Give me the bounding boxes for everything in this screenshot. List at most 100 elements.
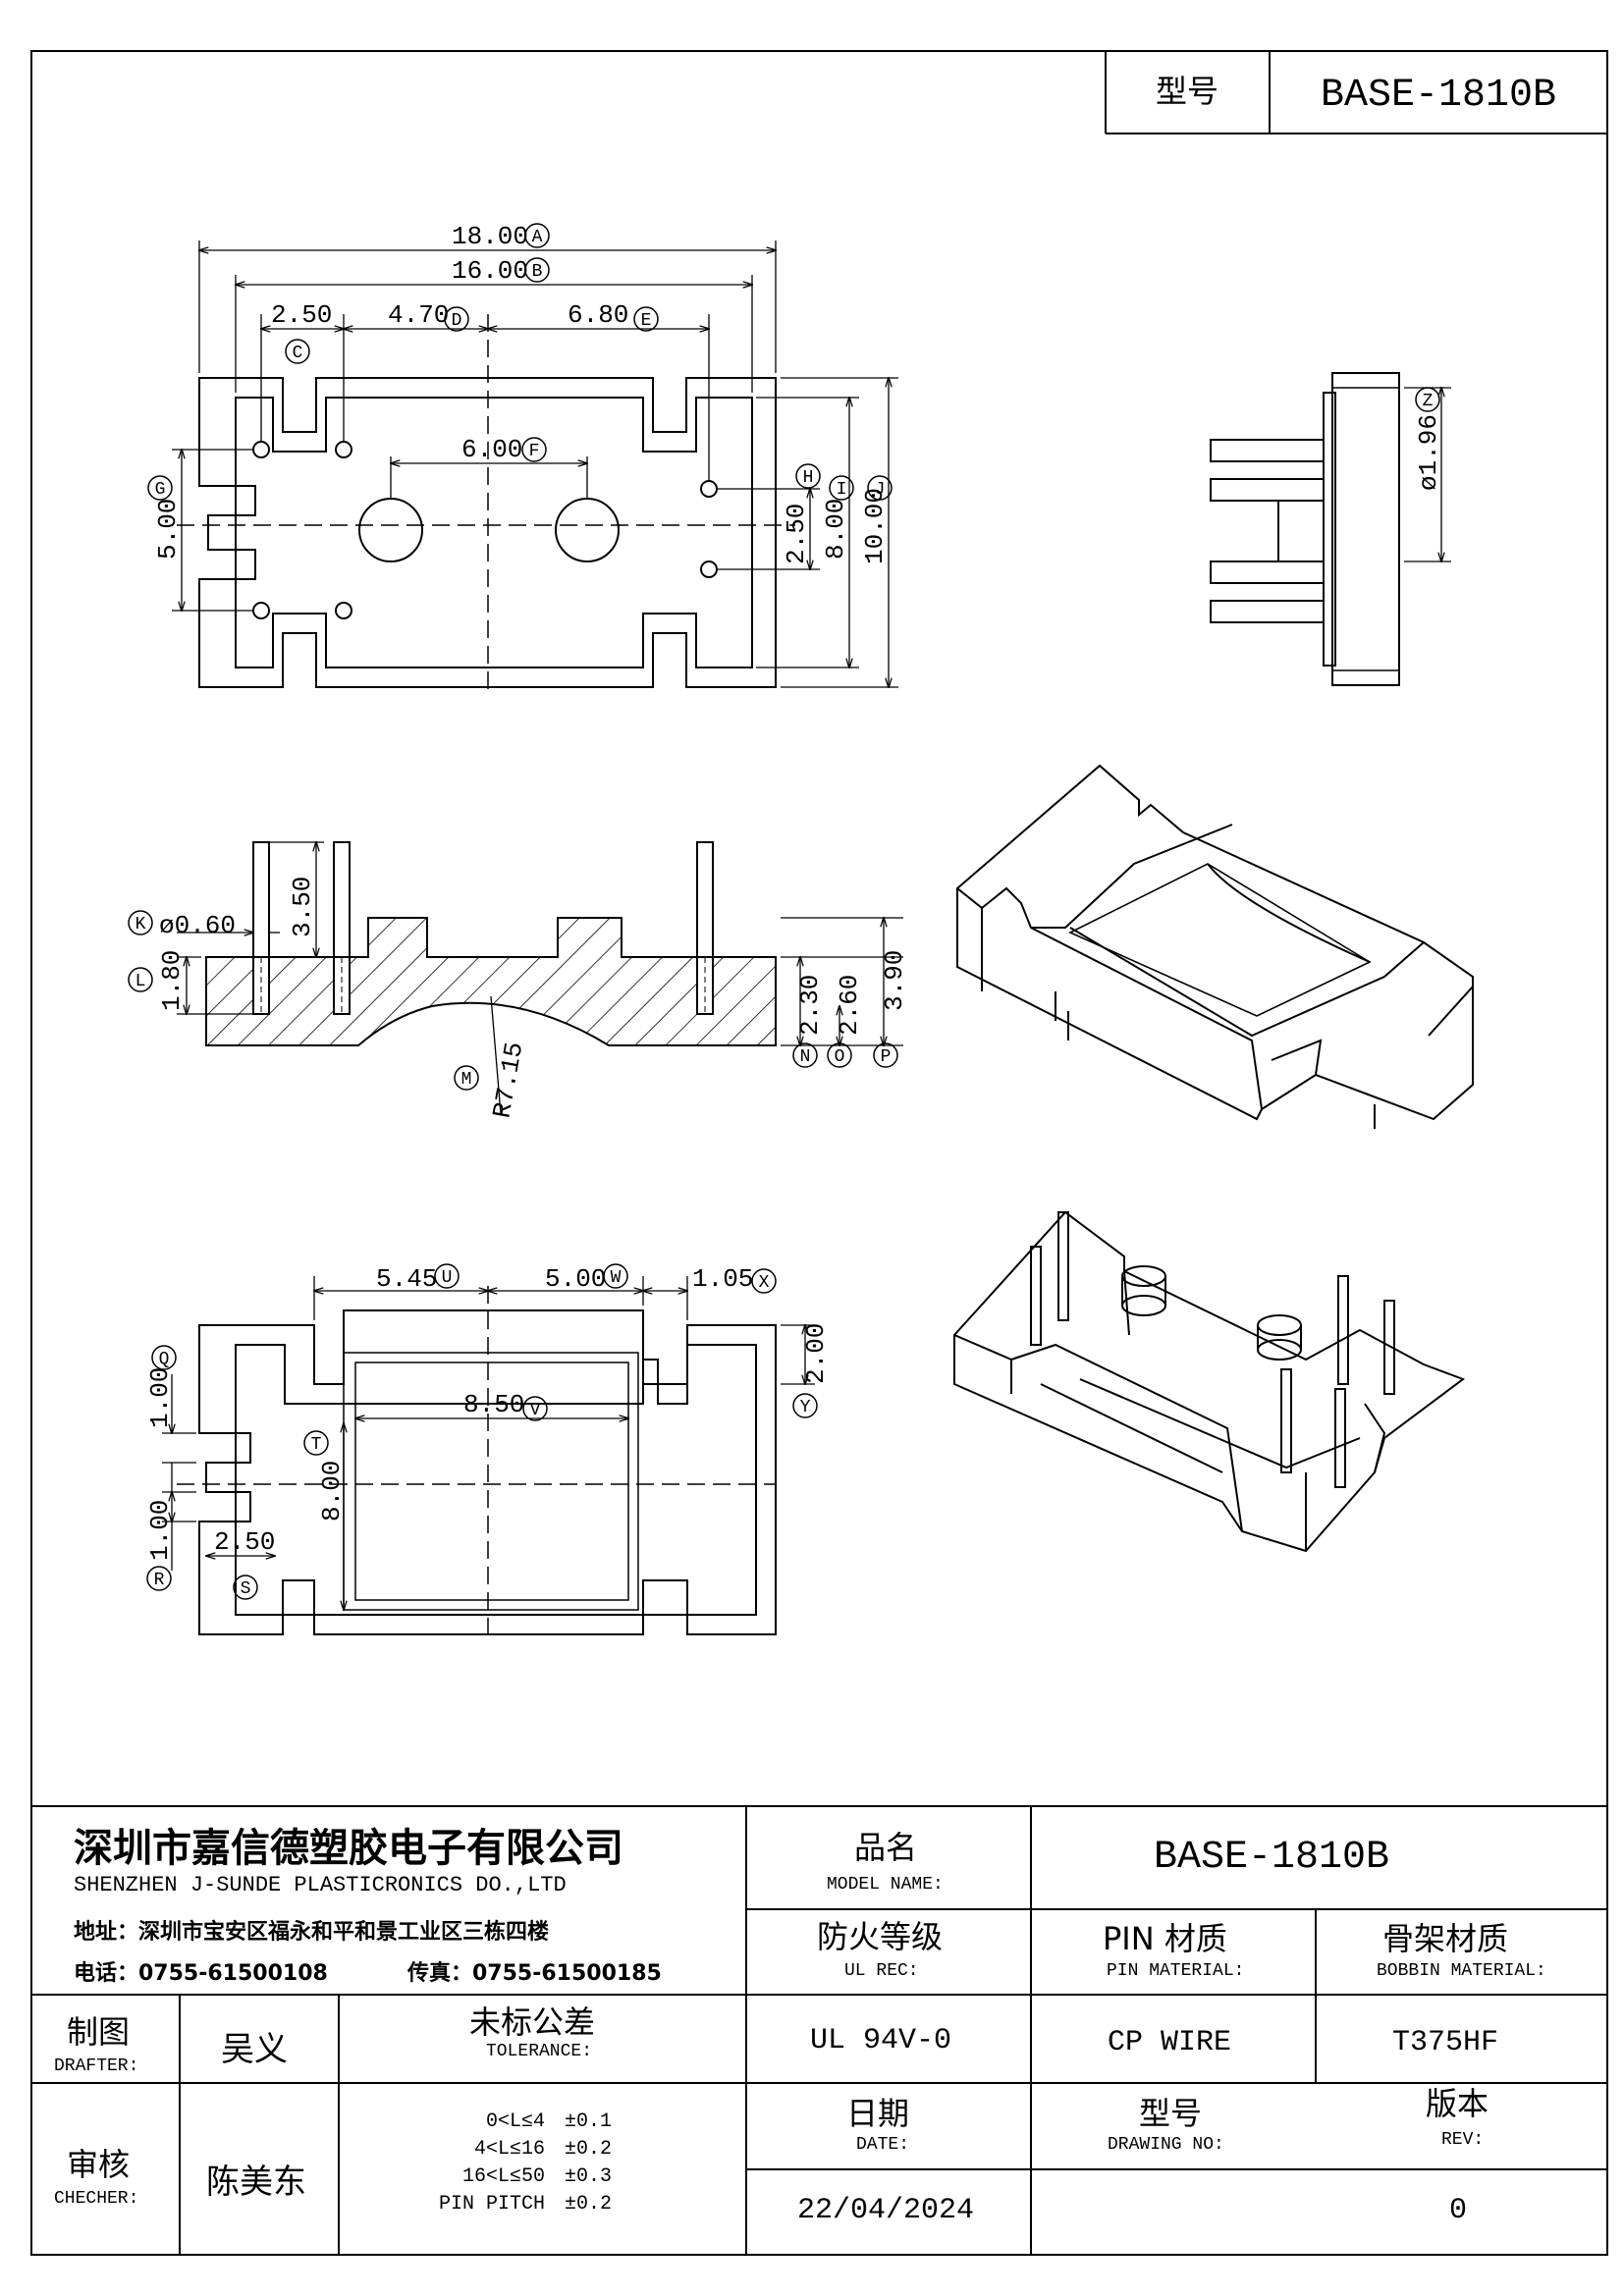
- tolerance-row: 16<L≤50 ±0.3: [393, 2165, 648, 2193]
- dim-g: 6.00: [461, 435, 522, 464]
- tolerance-row: PIN PITCH ±0.2: [393, 2193, 648, 2220]
- tag-u: U: [442, 1268, 453, 1288]
- dim-i: 8.00: [821, 499, 850, 560]
- model-name-value: BASE-1810B: [1154, 1836, 1390, 1880]
- drawing-no-label-cn: 型号: [1139, 2095, 1203, 2132]
- tolerance-range: PIN PITCH: [438, 2193, 545, 2216]
- section-view: [128, 842, 903, 1115]
- dim-p: 3.90: [880, 950, 909, 1011]
- tolerance-row: 0<L≤4 ±0.1: [393, 2110, 648, 2138]
- dim-f: 5.00: [153, 499, 183, 560]
- top-view-outline: [198, 377, 777, 688]
- tag-i: I: [837, 480, 847, 500]
- tag-o: O: [835, 1047, 845, 1067]
- tolerance-range: 0<L≤4: [485, 2110, 545, 2133]
- company-address: 地址：深圳市宝安区福永和平和景工业区三栋四楼: [74, 1920, 550, 1945]
- date-label-cn: 日期: [846, 2095, 910, 2132]
- tag-f: G: [155, 480, 166, 500]
- dim-k: ø0.60: [159, 911, 236, 940]
- tag-y: Y: [800, 1398, 811, 1417]
- company-name-cn: 深圳市嘉信德塑胶电子有限公司: [74, 1826, 623, 1871]
- dim-o: 2.60: [835, 975, 864, 1036]
- dim-t: 8.00: [317, 1461, 347, 1522]
- tag-s: S: [241, 1579, 251, 1599]
- company-fax: 传真：0755-61500185: [407, 1961, 662, 1986]
- tag-d: D: [452, 311, 462, 331]
- model-name-label-cn: 品名: [854, 1829, 918, 1866]
- tag-b: B: [532, 262, 543, 282]
- tolerance-value: ±0.2: [565, 2138, 613, 2161]
- date-value: 22/04/2024: [797, 2194, 975, 2227]
- rev-label-cn: 版本: [1426, 2085, 1489, 2122]
- ul-label-cn: 防火等级: [817, 1918, 944, 1955]
- bobbin-material-value: T375HF: [1392, 2026, 1499, 2059]
- dim-e: 6.80: [568, 300, 628, 330]
- header-box: 型号 BASE-1810B: [1105, 51, 1607, 134]
- header-model-label: 型号: [1156, 73, 1218, 110]
- company-name-en: SHENZHEN J-SUNDE PLASTICRONICS DO.,LTD: [74, 1873, 567, 1897]
- dim-q: 1.00: [145, 1367, 175, 1428]
- bottom-view-dims: 5.45 5.00 1.05 8.50 2.50 2.00 1.00 8.00 …: [145, 1264, 831, 1561]
- dim-w: 5.00: [545, 1264, 606, 1294]
- dim-j: 10.00: [860, 488, 890, 564]
- dim-n: 2.30: [795, 975, 825, 1036]
- drafter-label-en: DRAFTER:: [54, 2056, 139, 2076]
- tolerance-value: ±0.1: [565, 2110, 613, 2133]
- tag-w: W: [611, 1268, 622, 1288]
- bottom-view-inner: [235, 1344, 757, 1616]
- dim-s: 2.50: [214, 1527, 275, 1557]
- checker-label-en: CHECHER:: [54, 2189, 139, 2209]
- dim-l: 1.80: [157, 950, 187, 1011]
- bobbin-material-label-cn: 骨架材质: [1382, 1920, 1509, 1957]
- company-phone: 电话：0755-61500108: [74, 1961, 328, 1986]
- tag-q: Q: [159, 1350, 170, 1369]
- tolerance-label-cn: 未标公差: [469, 2003, 596, 2041]
- dim-x: 1.05: [692, 1264, 753, 1294]
- dim-pin: 3.50: [288, 877, 317, 937]
- checker-value: 陈美东: [206, 2163, 306, 2202]
- dim-d: 4.70: [388, 300, 449, 330]
- dim-z: ø1.96: [1414, 414, 1443, 491]
- section-dims: ø0.60 3.50 1.80 2.30 2.60 3.90 R7.15: [157, 877, 909, 1121]
- tolerance-range: 16<L≤50: [461, 2165, 545, 2188]
- tag-r: R: [154, 1571, 165, 1590]
- model-name-label-en: MODEL NAME:: [827, 1875, 944, 1895]
- bottom-view: [146, 1263, 818, 1639]
- tag-t: T: [311, 1435, 322, 1455]
- tag-e: E: [641, 311, 652, 331]
- pin-material-value: CP WIRE: [1108, 2026, 1232, 2059]
- rev-label-en: REV:: [1441, 2130, 1485, 2150]
- tag-m: M: [461, 1070, 472, 1090]
- tag-n: N: [800, 1047, 811, 1067]
- side-view: [1210, 372, 1451, 686]
- tag-c: C: [293, 344, 303, 363]
- tolerance-value: ±0.3: [565, 2165, 613, 2188]
- ul-label-en: UL REC:: [844, 1961, 919, 1981]
- top-view-tags: [147, 223, 893, 501]
- tolerance-label-en: TOLERANCE:: [486, 2042, 593, 2061]
- bottom-view-tag-letters: Q R S T U V W X Y: [154, 1268, 811, 1599]
- dim-v: 8.50: [463, 1390, 524, 1419]
- drafter-value: 吴义: [221, 2030, 288, 2069]
- tag-j: J: [875, 480, 886, 500]
- dim-b: 16.00: [452, 256, 528, 286]
- dim-r: 1.00: [145, 1500, 175, 1561]
- dim-a: 18.00: [452, 222, 528, 251]
- tag-x: X: [759, 1273, 770, 1293]
- drafter-label-cn: 制图: [67, 2013, 131, 2051]
- dim-c: 2.50: [271, 300, 332, 330]
- iso-view-top: [956, 764, 1474, 1129]
- sheet-border: [30, 50, 1608, 2256]
- pin-material-label-cn: PIN 材质: [1103, 1920, 1227, 1957]
- top-view: [172, 240, 898, 697]
- bobbin-material-label-en: BOBBIN MATERIAL:: [1377, 1961, 1546, 1981]
- tolerance-table: 0<L≤4 ±0.1 4<L≤16 ±0.2 16<L≤50 ±0.3 PIN …: [393, 2110, 648, 2220]
- dim-u: 5.45: [376, 1264, 437, 1294]
- tag-g: F: [529, 442, 540, 461]
- tolerance-row: 4<L≤16 ±0.2: [393, 2138, 648, 2165]
- rev-value: 0: [1449, 2194, 1468, 2227]
- ul-value: UL 94V-0: [810, 2024, 952, 2057]
- dim-y: 2.00: [801, 1323, 831, 1384]
- tag-p: P: [881, 1047, 892, 1067]
